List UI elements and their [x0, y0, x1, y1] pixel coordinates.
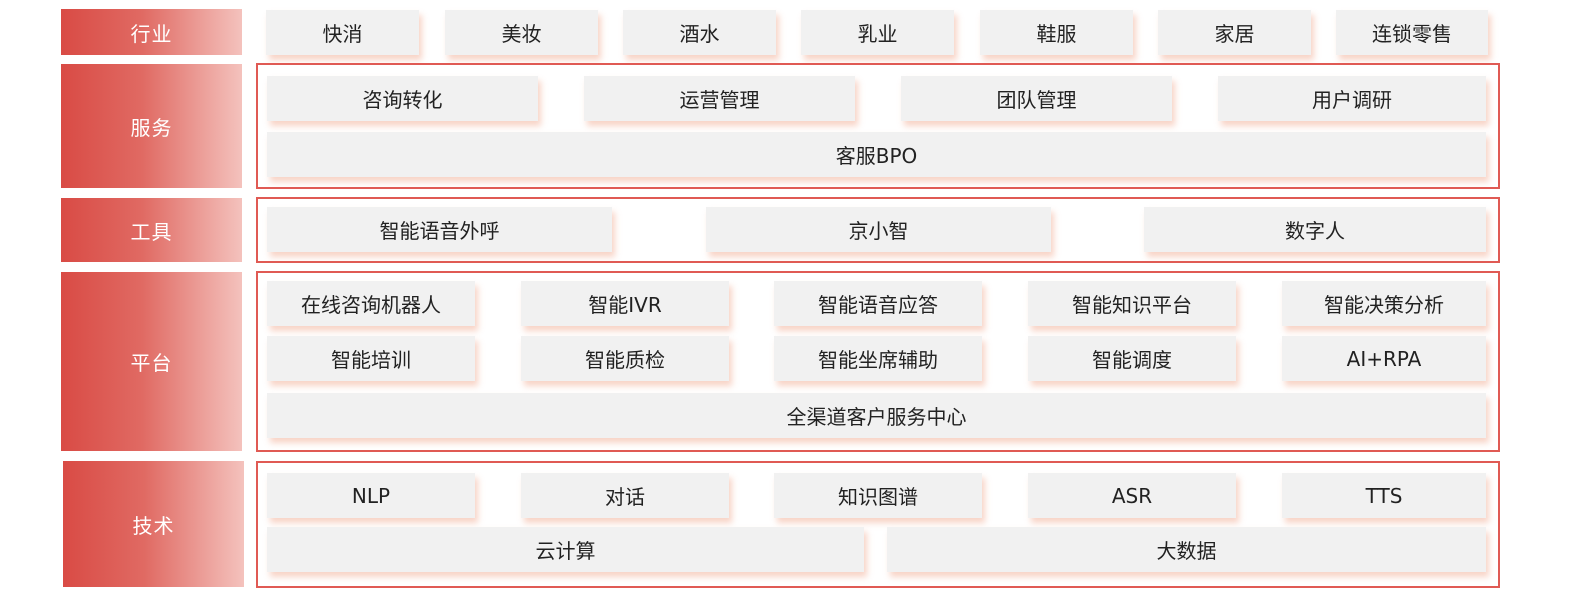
row-label-tech: 技术 [63, 461, 244, 587]
service-item: 运营管理 [584, 76, 855, 121]
platform-item: 在线咨询机器人 [267, 281, 475, 326]
row-label-industry: 行业 [61, 9, 242, 55]
industry-item: 乳业 [801, 10, 954, 55]
tech-item: 云计算 [267, 527, 864, 572]
platform-item: 智能坐席辅助 [774, 336, 982, 381]
tech-item: NLP [267, 473, 475, 518]
tech-item: 对话 [521, 473, 729, 518]
platform-item: 智能决策分析 [1282, 281, 1486, 326]
tech-item: 知识图谱 [774, 473, 982, 518]
industry-item: 鞋服 [980, 10, 1133, 55]
platform-item: AI+RPA [1282, 336, 1486, 381]
tools-item: 数字人 [1144, 207, 1486, 252]
tools-item: 智能语音外呼 [267, 207, 612, 252]
row-label-tools: 工具 [61, 198, 242, 262]
industry-item: 酒水 [623, 10, 776, 55]
tech-item: 大数据 [887, 527, 1486, 572]
platform-item: 智能知识平台 [1028, 281, 1236, 326]
industry-item: 美妆 [445, 10, 598, 55]
row-label-platform: 平台 [61, 272, 242, 451]
platform-item: 智能IVR [521, 281, 729, 326]
row-label-service: 服务 [61, 64, 242, 188]
industry-item: 快消 [266, 10, 419, 55]
platform-item: 智能调度 [1028, 336, 1236, 381]
tech-item: ASR [1028, 473, 1236, 518]
industry-item: 连锁零售 [1336, 10, 1488, 55]
service-item: 团队管理 [901, 76, 1172, 121]
service-item: 用户调研 [1218, 76, 1486, 121]
platform-item: 智能语音应答 [774, 281, 982, 326]
tools-item: 京小智 [706, 207, 1051, 252]
platform-item: 智能质检 [521, 336, 729, 381]
industry-item: 家居 [1158, 10, 1311, 55]
service-wide-item: 客服BPO [267, 132, 1486, 177]
service-item: 咨询转化 [267, 76, 538, 121]
platform-item: 智能培训 [267, 336, 475, 381]
tech-item: TTS [1282, 473, 1486, 518]
platform-wide-item: 全渠道客户服务中心 [267, 393, 1486, 438]
